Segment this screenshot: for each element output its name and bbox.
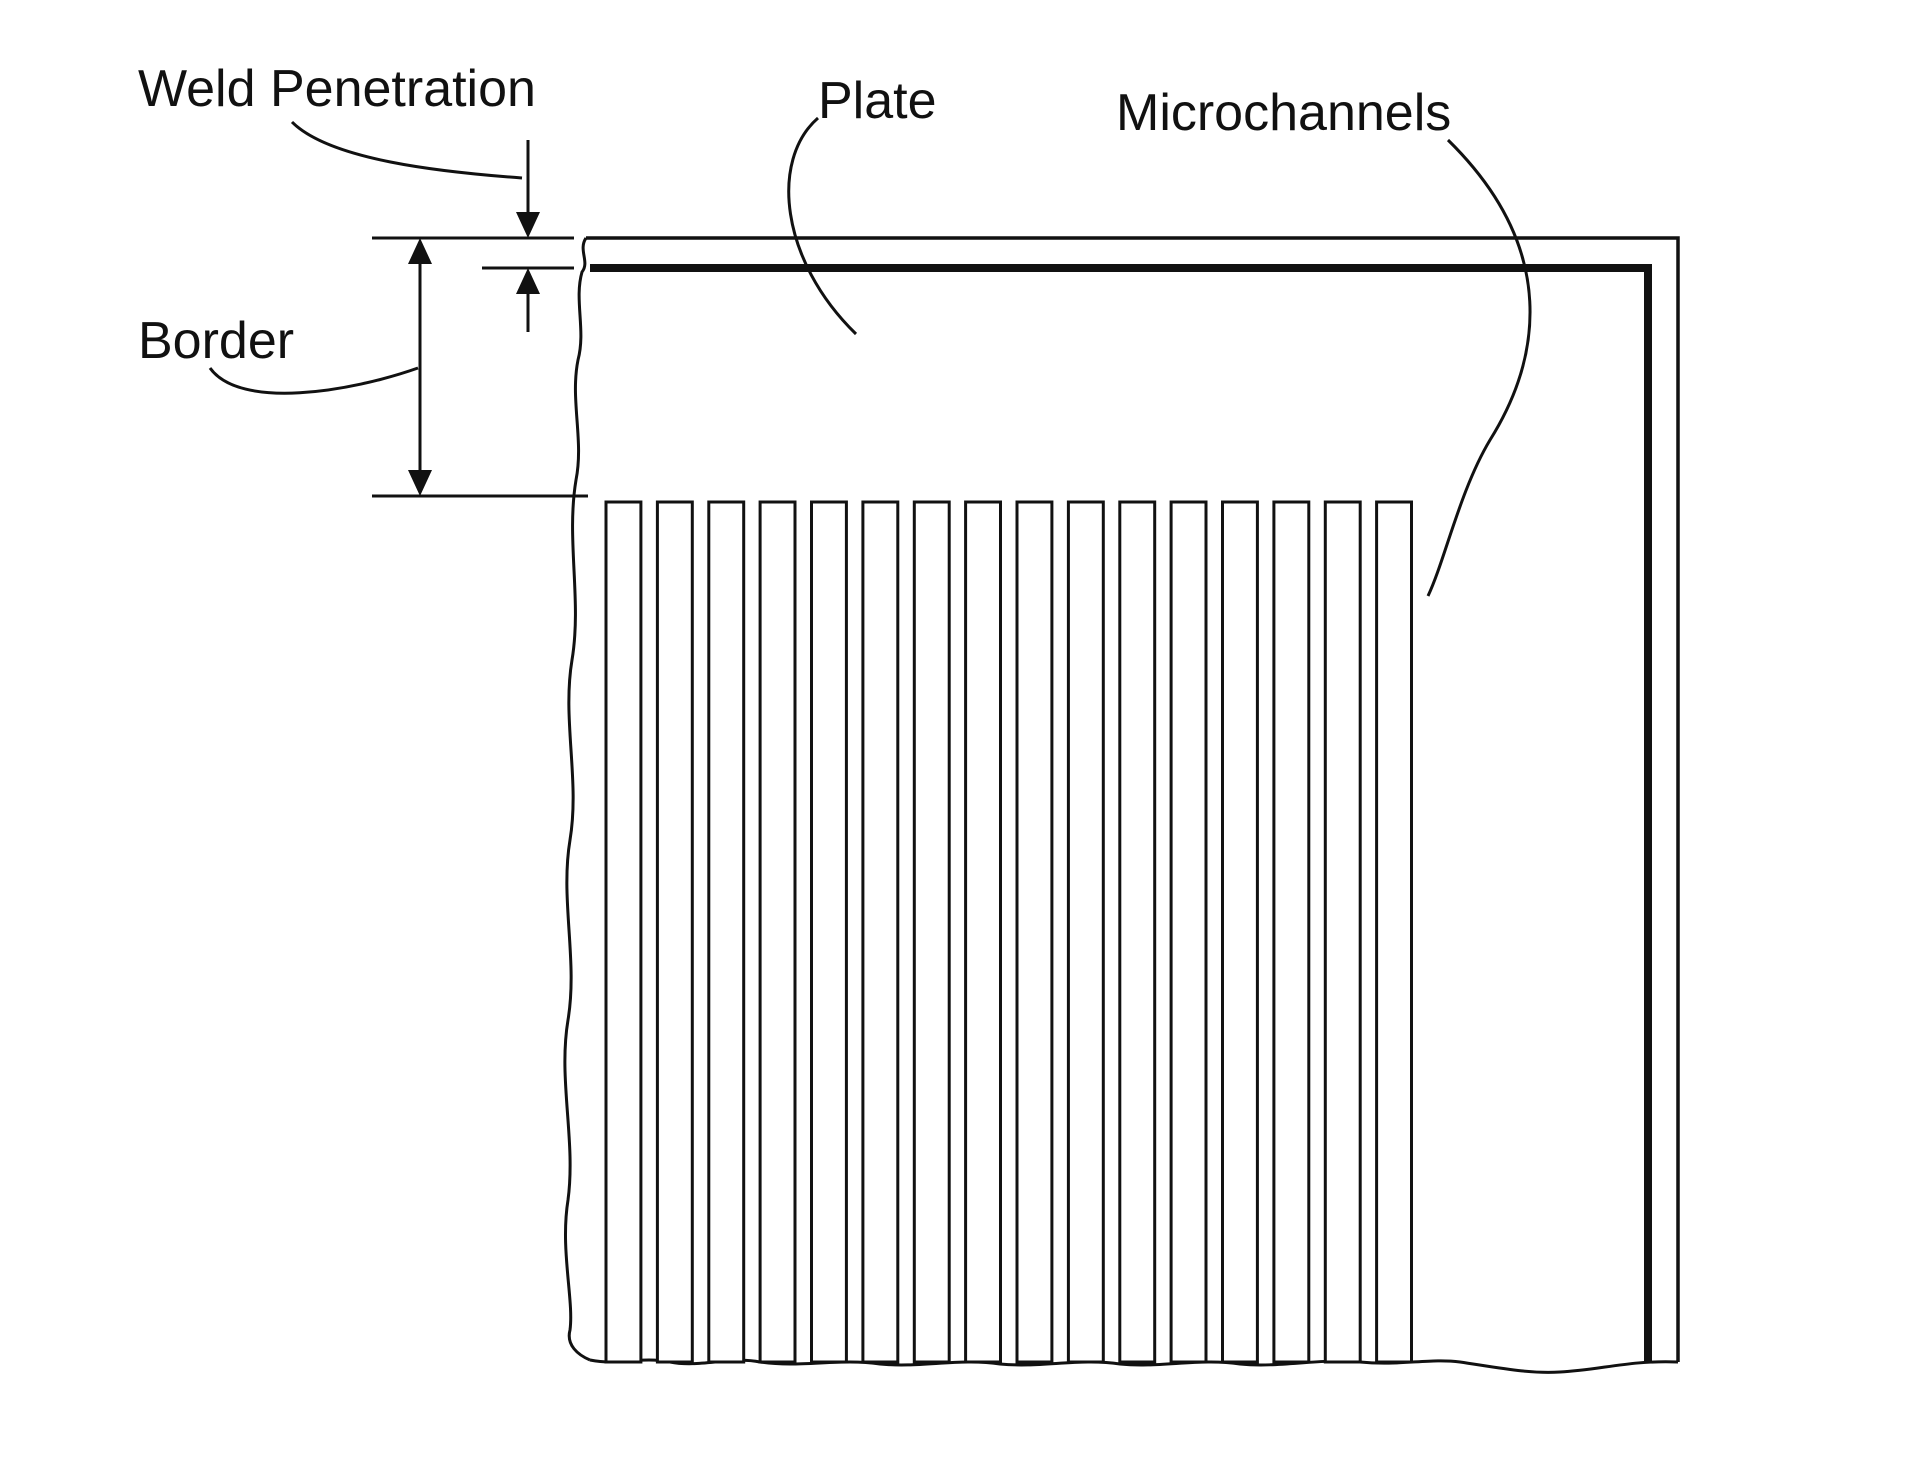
plate-left-break-edge (565, 238, 590, 1360)
border-arrowhead-up (408, 238, 432, 264)
microchannel (1068, 502, 1103, 1362)
weld-arrowhead-up (516, 268, 540, 294)
microchannel (1274, 502, 1309, 1362)
leader-weld-penetration (292, 122, 522, 178)
microchannel (1377, 502, 1412, 1362)
microchannel (812, 502, 847, 1362)
microchannel (657, 502, 692, 1362)
microchannel (966, 502, 1001, 1362)
microchannel (914, 502, 949, 1362)
border-arrowhead-down (408, 470, 432, 496)
label-border: Border (138, 312, 294, 370)
microchannel (1120, 502, 1155, 1362)
leader-microchannels (1428, 140, 1530, 596)
microchannel (1325, 502, 1360, 1362)
microchannel (760, 502, 795, 1362)
label-weld-penetration: Weld Penetration (138, 60, 536, 118)
microchannel (606, 502, 641, 1362)
leader-plate (789, 118, 856, 334)
label-plate: Plate (818, 72, 937, 130)
microchannel (863, 502, 898, 1362)
label-microchannels: Microchannels (1116, 84, 1451, 142)
microchannel (1223, 502, 1258, 1362)
microchannel (709, 502, 744, 1362)
leader-border (210, 368, 418, 393)
microchannels (606, 502, 1412, 1362)
weld-arrowhead-down (516, 212, 540, 238)
microchannel (1017, 502, 1052, 1362)
microchannel (1171, 502, 1206, 1362)
